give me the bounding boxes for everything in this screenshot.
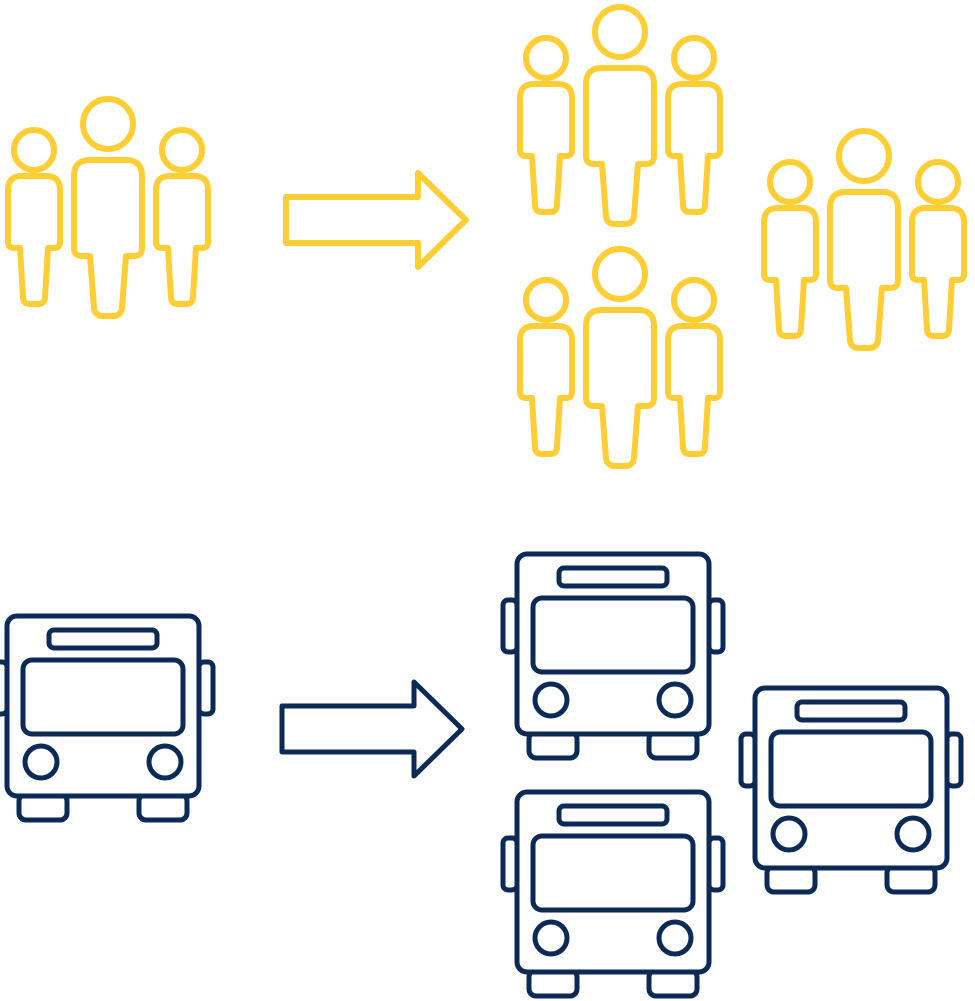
people-arrow-icon	[286, 173, 466, 267]
people-result-icon	[520, 249, 720, 466]
people-result-icon	[764, 131, 964, 348]
people-result-icon	[520, 7, 720, 224]
bus-result-icon	[503, 554, 723, 758]
bus-result-icon	[503, 792, 723, 996]
bus-result-icon	[741, 688, 961, 892]
bus-source-icon	[0, 616, 213, 820]
people-source-icon	[8, 99, 208, 316]
bus-row	[0, 554, 961, 996]
bus-arrow-icon	[282, 682, 462, 776]
people-row	[8, 7, 964, 466]
